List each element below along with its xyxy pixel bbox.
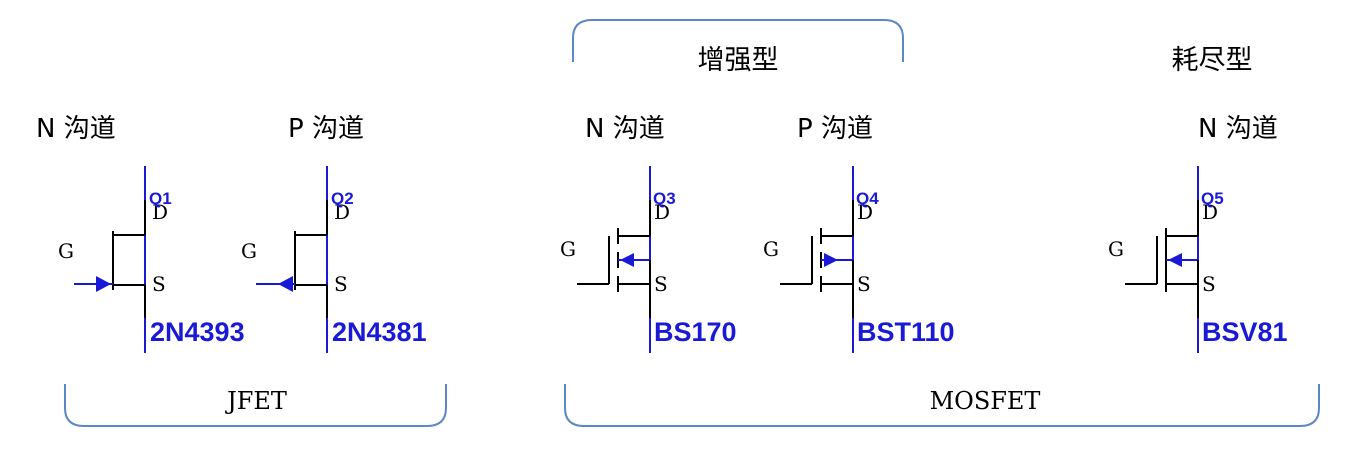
drain-label: D — [152, 200, 168, 224]
enhancement-label: 增强型 — [698, 45, 779, 76]
part-number: BSV81 — [1202, 317, 1288, 347]
drain-label: D — [1202, 200, 1218, 224]
gate-label: G — [560, 237, 576, 261]
source-label: S — [334, 272, 348, 296]
transistor-q5: N 沟道 G D S Q5 BSV81 — [1108, 114, 1288, 353]
ref-designator: Q4 — [856, 189, 879, 208]
channel-label: P 沟道 — [288, 114, 364, 144]
jfet-label: JFET — [224, 387, 287, 415]
part-number: BS170 — [654, 317, 737, 347]
drain-label: D — [334, 200, 350, 224]
part-number: BST110 — [857, 317, 955, 347]
channel-label: N 沟道 — [585, 114, 665, 144]
transistor-q3: N 沟道 G D S Q3 BS170 — [560, 114, 737, 353]
body-arrow — [824, 253, 838, 267]
gate-arrow — [96, 276, 111, 292]
ref-designator: Q3 — [653, 189, 676, 208]
drain-label: D — [857, 200, 873, 224]
ref-designator: Q1 — [149, 189, 172, 208]
gate-label: G — [241, 239, 257, 263]
source-label: S — [1202, 272, 1216, 296]
jfet-brace — [64, 384, 447, 427]
mosfet-label: MOSFET — [930, 387, 1041, 415]
transistor-q4: P 沟道 G D S Q4 BST110 — [763, 114, 955, 353]
transistor-q2: P 沟道 G D S Q2 2N4381 — [241, 114, 427, 353]
gate-label: G — [58, 239, 74, 263]
body-arrow — [1168, 253, 1182, 267]
gate-label: G — [763, 237, 779, 261]
transistor-q1: N 沟道 G D S Q1 2N4393 — [36, 114, 245, 353]
channel-label: N 沟道 — [1198, 114, 1278, 144]
source-label: S — [654, 272, 668, 296]
gate-label: G — [1108, 237, 1124, 261]
channel-label: P 沟道 — [797, 114, 873, 144]
ref-designator: Q5 — [1201, 189, 1224, 208]
body-arrow — [620, 253, 634, 267]
source-label: S — [857, 272, 871, 296]
channel-label: N 沟道 — [36, 114, 116, 144]
part-number: 2N4381 — [332, 317, 427, 347]
drain-label: D — [654, 200, 670, 224]
enhancement-brace — [572, 19, 904, 62]
ref-designator: Q2 — [331, 189, 354, 208]
part-number: 2N4393 — [150, 317, 245, 347]
gate-arrow — [278, 276, 293, 292]
source-label: S — [152, 272, 166, 296]
mosfet-brace — [564, 384, 1320, 427]
depletion-label: 耗尽型 — [1172, 45, 1253, 76]
